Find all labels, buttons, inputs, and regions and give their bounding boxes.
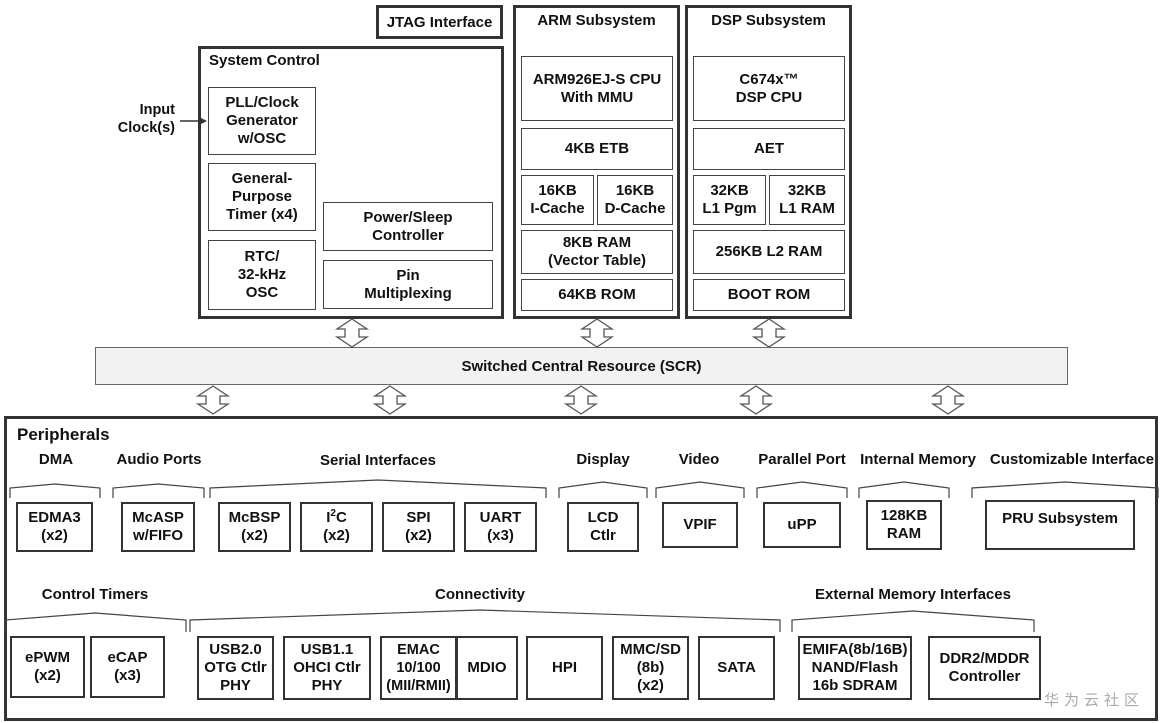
group-external-memory: External Memory Interfaces bbox=[815, 586, 1011, 603]
scr-periph-arrow-3 bbox=[565, 385, 597, 415]
dsp-aet: AET bbox=[693, 128, 845, 170]
brace-serial bbox=[209, 479, 547, 498]
arm-etb: 4KB ETB bbox=[521, 128, 673, 170]
arm-icache: 16KB I-Cache bbox=[521, 175, 594, 225]
dsp-l1-pgm: 32KB L1 Pgm bbox=[693, 175, 766, 225]
group-video: Video bbox=[678, 451, 720, 468]
scr-periph-arrow-1 bbox=[197, 385, 229, 415]
group-internal-memory: Internal Memory bbox=[860, 451, 976, 468]
peripherals-title: Peripherals bbox=[17, 425, 110, 444]
hpi: HPI bbox=[526, 636, 603, 700]
arm-vector-ram: 8KB RAM (Vector Table) bbox=[521, 230, 673, 274]
arm-subsystem-title: ARM Subsystem bbox=[537, 12, 656, 29]
brace-video bbox=[655, 481, 745, 498]
mmc-sd: MMC/SD (8b) (x2) bbox=[612, 636, 689, 700]
switched-central-resource: Switched Central Resource (SCR) bbox=[95, 347, 1068, 385]
rtc-osc: RTC/ 32-kHz OSC bbox=[208, 240, 316, 310]
i2c-name: I2C bbox=[326, 508, 347, 527]
dsp-l2-ram: 256KB L2 RAM bbox=[693, 230, 845, 274]
brace-parallel bbox=[756, 481, 848, 498]
group-parallel-port: Parallel Port bbox=[758, 451, 846, 468]
group-control-timers: Control Timers bbox=[41, 586, 149, 603]
brace-audio bbox=[112, 483, 205, 498]
epwm: ePWM (x2) bbox=[10, 636, 85, 698]
brace-display bbox=[558, 481, 648, 498]
pru-subsystem: PRU Subsystem bbox=[985, 500, 1135, 550]
edma3: EDMA3 (x2) bbox=[16, 502, 93, 552]
input-clock-arrow bbox=[180, 117, 207, 125]
brace-intmem bbox=[858, 481, 950, 498]
emifa: EMIFA(8b/16B) NAND/Flash 16b SDRAM bbox=[798, 636, 912, 700]
uart: UART (x3) bbox=[464, 502, 537, 552]
pin-multiplexing: Pin Multiplexing bbox=[323, 260, 493, 309]
mcasp: McASP w/FIFO bbox=[121, 502, 195, 552]
group-connectivity: Connectivity bbox=[434, 586, 525, 603]
usb2-otg: USB2.0 OTG Ctlr PHY bbox=[197, 636, 274, 700]
brace-custom bbox=[971, 481, 1159, 498]
i2c-count: (x2) bbox=[323, 527, 350, 544]
group-customizable-interface: Customizable Interface bbox=[989, 451, 1155, 468]
vpif: VPIF bbox=[662, 502, 738, 548]
ecap: eCAP (x3) bbox=[90, 636, 165, 698]
general-purpose-timer: General- Purpose Timer (x4) bbox=[208, 163, 316, 231]
sata: SATA bbox=[698, 636, 775, 700]
watermark: 华为云社区 bbox=[1044, 691, 1145, 709]
upp: uPP bbox=[763, 502, 841, 548]
arm926-cpu: ARM926EJ-S CPU With MMU bbox=[521, 56, 673, 121]
internal-128kb-ram: 128KB RAM bbox=[866, 500, 942, 550]
mdio: MDIO bbox=[456, 636, 518, 700]
input-clocks-label: Input Clock(s) bbox=[117, 102, 175, 136]
system-control-title: System Control bbox=[209, 52, 320, 69]
power-sleep-controller: Power/Sleep Controller bbox=[323, 202, 493, 251]
brace-connectivity bbox=[189, 609, 781, 632]
scr-periph-arrow-4 bbox=[740, 385, 772, 415]
jtag-frame: JTAG Interface bbox=[376, 5, 503, 39]
brace-timers bbox=[4, 612, 187, 632]
group-serial-interfaces: Serial Interfaces bbox=[320, 452, 436, 469]
scr-periph-arrow-5 bbox=[932, 385, 964, 415]
lcd-controller: LCD Ctlr bbox=[567, 502, 639, 552]
arm-rom: 64KB ROM bbox=[521, 279, 673, 311]
c674x-dsp-cpu: C674x™ DSP CPU bbox=[693, 56, 845, 121]
scr-periph-arrow-2 bbox=[374, 385, 406, 415]
pll-clock-generator: PLL/Clock Generator w/OSC bbox=[208, 87, 316, 155]
mcbsp: McBSP (x2) bbox=[218, 502, 291, 552]
dsp-boot-rom: BOOT ROM bbox=[693, 279, 845, 311]
jtag-interface-label: JTAG Interface bbox=[386, 13, 493, 31]
dsp-subsystem-title: DSP Subsystem bbox=[711, 12, 826, 29]
scr-label: Switched Central Resource (SCR) bbox=[461, 357, 702, 375]
brace-extmem bbox=[791, 610, 1035, 632]
brace-dma bbox=[9, 483, 101, 498]
dsp-l1-ram: 32KB L1 RAM bbox=[769, 175, 845, 225]
i2c: I2C (x2) bbox=[300, 502, 373, 552]
arm-scr-arrow bbox=[581, 318, 613, 348]
dsp-scr-arrow bbox=[753, 318, 785, 348]
group-display: Display bbox=[576, 451, 630, 468]
ddr2-mddr-controller: DDR2/MDDR Controller bbox=[928, 636, 1041, 700]
arm-dcache: 16KB D-Cache bbox=[597, 175, 673, 225]
group-dma: DMA bbox=[38, 451, 74, 468]
spi: SPI (x2) bbox=[382, 502, 455, 552]
sysctl-scr-arrow bbox=[336, 318, 368, 348]
emac: EMAC 10/100 (MII/RMII) bbox=[380, 636, 457, 700]
usb1-ohci: USB1.1 OHCI Ctlr PHY bbox=[283, 636, 371, 700]
group-audio-ports: Audio Ports bbox=[116, 451, 202, 468]
